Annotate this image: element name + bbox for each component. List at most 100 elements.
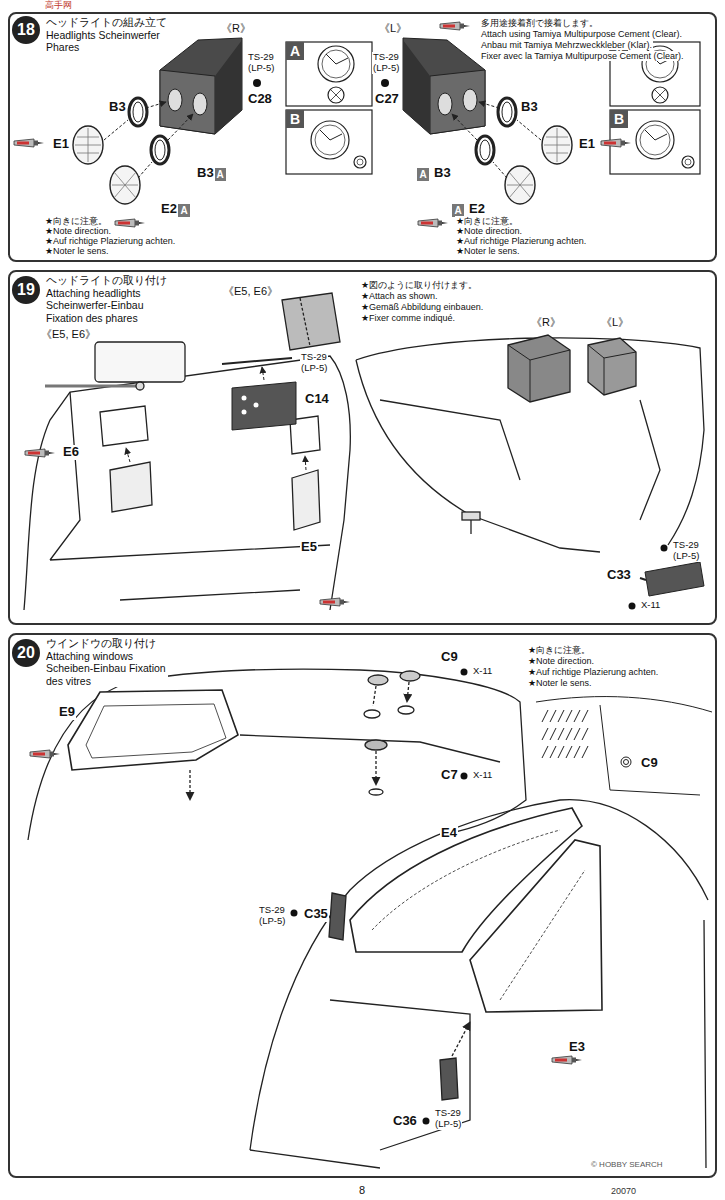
- note: ★Note direction.: [44, 226, 112, 236]
- variant-frame: [645, 130, 667, 140]
- headlight-plate: [254, 403, 259, 408]
- body-front: [470, 840, 602, 1012]
- body-front-left: [24, 293, 350, 610]
- variant-tag: A: [214, 168, 226, 181]
- body-rear: [365, 740, 387, 750]
- cement-tube: [14, 139, 44, 147]
- part-number: E6: [62, 445, 80, 460]
- paint-dot: [423, 1118, 430, 1125]
- mirror-part: [640, 578, 646, 580]
- variant-letter: A: [216, 170, 223, 180]
- variant-frame: [286, 42, 372, 106]
- detail-inset: [621, 757, 631, 767]
- cement-tube: [440, 22, 470, 30]
- variant-tag: A: [178, 204, 190, 217]
- body-rear: [369, 789, 383, 795]
- part-number: C28: [247, 92, 273, 107]
- note: ★Fixer comme indiqué.: [360, 313, 456, 323]
- cement-tube: [320, 598, 350, 606]
- variant-frame: [286, 110, 372, 174]
- variant-frame: [640, 125, 670, 155]
- variant-letter: B: [614, 112, 624, 126]
- part-number: C9: [640, 756, 659, 771]
- headlight-assembly-left: [403, 38, 572, 204]
- body-front-left: [110, 462, 152, 512]
- body-front: [452, 1022, 470, 1056]
- part-number: E1: [52, 137, 70, 152]
- view-tag: 《E5, E6》: [40, 328, 97, 341]
- body-rear: [189, 770, 190, 800]
- paint-code: TS-29: [247, 52, 275, 63]
- body-rear: [28, 669, 526, 840]
- variant-frame: [682, 156, 694, 168]
- step-number: 19: [12, 276, 40, 304]
- headlight-plate: [232, 382, 296, 430]
- cement-tube: [25, 449, 350, 606]
- paint-dot: [381, 79, 389, 87]
- mirror-part: [629, 603, 636, 610]
- paint-code: (LP-5): [247, 63, 275, 74]
- part-number: E9: [58, 705, 76, 720]
- page-number: 8: [358, 1184, 366, 1197]
- step-heading: ヘッドライトの取り付け Attaching headlights Scheinw…: [46, 274, 168, 324]
- body-front-right: [356, 335, 704, 552]
- view-tag: 《R》: [220, 22, 252, 35]
- paint-code: (LP-5): [372, 63, 400, 74]
- part-number: B3: [520, 100, 539, 115]
- body-front-left: [222, 358, 292, 364]
- part-number: E1: [578, 137, 596, 152]
- headlight-plate: [232, 382, 296, 430]
- cement-note: Fixer avec la Tamiya Multipurpose Cement…: [480, 51, 684, 61]
- step-number-text: 19: [17, 282, 35, 298]
- body-rear: [28, 669, 526, 840]
- headlight-plate: [242, 410, 247, 415]
- note: ★Noter le sens.: [527, 678, 593, 688]
- part-number: C27: [374, 92, 400, 107]
- part-number: C7: [440, 768, 459, 783]
- body-rear: [240, 735, 500, 762]
- note: ★Attach as shown.: [360, 291, 439, 301]
- body-front-left: [282, 293, 340, 350]
- variant-letter: A: [290, 44, 300, 58]
- body-rear: [86, 704, 226, 758]
- detail-inset: [536, 697, 712, 795]
- cement-tube: [25, 449, 55, 457]
- assembly-arrow: [262, 367, 264, 380]
- note: ★Gemäß Abbildung einbauen.: [360, 302, 484, 312]
- paint-code: TS-29: [672, 540, 700, 551]
- paint-code: TS-29: [258, 905, 286, 916]
- variant-tag: A: [286, 42, 304, 60]
- variant-frame: [322, 50, 350, 78]
- step-number: 18: [12, 16, 40, 44]
- body-rear: [368, 675, 388, 685]
- step-panel: ウインドウの取り付け Attaching windows Scheiben-Ei…: [8, 633, 717, 1178]
- cement-note: Anbau mit Tamiya Mehrzweckkleber (Klar).: [480, 40, 653, 50]
- cement-tube: [30, 750, 60, 758]
- body-rear: [398, 706, 414, 714]
- watermark: © HOBBY SEARCH: [590, 1160, 664, 1169]
- watermark: 高手网: [44, 0, 73, 10]
- body-front: [500, 870, 585, 1000]
- variant-frame: [354, 156, 366, 168]
- body-front: [250, 800, 708, 1150]
- variant-frame: [320, 130, 342, 140]
- headlight-plate: [242, 396, 247, 401]
- body-front-right: [508, 335, 570, 402]
- part-number: E3: [568, 1040, 586, 1055]
- body-front-left: [95, 342, 185, 382]
- variant-frame: [652, 87, 668, 103]
- body-rear: [364, 710, 380, 718]
- paint-code: (LP-5): [672, 551, 700, 562]
- variant-tag: B: [286, 110, 304, 128]
- paint-code: X-11: [472, 770, 493, 781]
- body-front-left: [24, 356, 350, 610]
- body-rear: [68, 690, 238, 770]
- variant-letter: A: [180, 206, 187, 216]
- cement-note: 多用途接着剤で接着します。: [480, 18, 599, 28]
- part-number: E5: [300, 540, 318, 555]
- variant-tag: B: [610, 110, 628, 128]
